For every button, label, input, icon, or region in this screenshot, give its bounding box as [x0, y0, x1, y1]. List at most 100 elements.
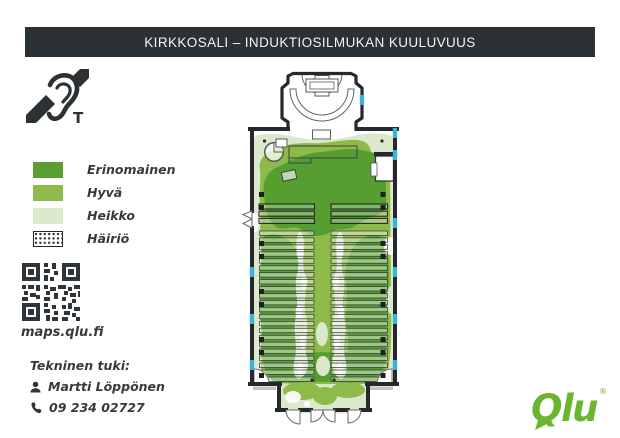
pew-row [259, 272, 315, 278]
pillar [380, 350, 386, 355]
pew-row [259, 293, 315, 299]
pillar [259, 350, 264, 355]
pillar [259, 302, 264, 307]
front-bench [330, 217, 389, 224]
legend-item-erinomainen: Erinomainen [33, 158, 176, 181]
pew-row [330, 300, 388, 306]
support-phone: 09 234 02727 [49, 400, 145, 415]
pillar [380, 241, 386, 246]
pew-rows [259, 230, 388, 382]
pillar [259, 373, 264, 378]
pew-row [259, 327, 315, 334]
qr-caption: maps.qlu.fi [21, 325, 104, 340]
legend-label: Hyvä [87, 185, 123, 200]
doors [241, 210, 362, 425]
entrance-door [322, 409, 336, 423]
spiral-stair [264, 138, 288, 162]
phone-icon [31, 401, 42, 413]
window [359, 95, 365, 105]
pew-row [259, 300, 315, 306]
pew-row [259, 265, 315, 271]
window [249, 360, 255, 370]
front-bench [258, 217, 316, 224]
pillars [259, 192, 386, 378]
window [249, 314, 255, 324]
legend-swatch-hyva [33, 184, 63, 201]
pew-row [330, 355, 388, 361]
legend-item-hairio: Häiriö [33, 227, 176, 250]
support-contact-name: Martti Löppönen [48, 379, 165, 394]
legend-item-hyva: Hyvä [33, 181, 176, 204]
pew-row [330, 237, 388, 243]
communion-rail [289, 88, 355, 122]
pew-row [259, 355, 315, 361]
ear-outline [46, 73, 80, 122]
pew-row [259, 348, 315, 354]
ear-inner [55, 82, 72, 104]
front-bench-rows [258, 203, 389, 224]
pew-row [330, 334, 388, 341]
pew-row [259, 362, 315, 368]
pew-row [330, 279, 388, 285]
walls [248, 127, 399, 412]
pew-row [259, 230, 315, 236]
pew-row [259, 369, 315, 375]
pew-row [259, 237, 315, 243]
pillar [380, 254, 386, 259]
pew-row [330, 265, 388, 271]
pew-row [330, 321, 388, 327]
pillar [380, 192, 386, 197]
pew-row [259, 321, 315, 327]
pew-row [330, 314, 388, 320]
front-bench [258, 210, 316, 217]
pew-row [259, 314, 315, 320]
legend-item-heikko: Heikko [33, 204, 176, 227]
pew-row [330, 286, 388, 292]
legend-label: Erinomainen [87, 162, 176, 177]
pillar [259, 289, 264, 294]
survey-dots [262, 139, 384, 382]
pew-row [259, 251, 315, 257]
person-icon [30, 381, 41, 392]
apse-interior [289, 73, 355, 122]
qr-code [20, 261, 82, 323]
logo-bubble-tail [535, 417, 553, 430]
support-contact-name-row: Martti Löppönen [30, 376, 165, 397]
platform-step [288, 157, 312, 164]
exterior-steps [253, 386, 393, 390]
front-bench [258, 203, 316, 210]
pew-row [330, 251, 388, 257]
support-heading: Tekninen tuki: [30, 358, 130, 373]
altar-table [305, 75, 339, 97]
pew-row [330, 272, 388, 278]
floor-plan [241, 71, 399, 425]
pew-row [259, 334, 315, 341]
registered-mark: ® [599, 387, 607, 396]
legend-label: Häiriö [87, 231, 130, 246]
entrance-door [347, 409, 362, 424]
window [392, 360, 398, 370]
legend-swatch-hairio [33, 230, 63, 247]
loop-stripe-lower [26, 95, 55, 123]
title-bar: KIRKKOSALI – INDUKTIOSILMUKAN KUULUVUUS [25, 27, 595, 57]
qlu-logo: Qlu ® [531, 387, 607, 430]
hearing-loop-icon: T [26, 69, 89, 127]
pulpit [280, 169, 298, 182]
front-bench [330, 203, 389, 210]
pillar [380, 337, 386, 342]
legend-label: Heikko [87, 208, 135, 223]
pillar [380, 302, 386, 307]
pew-row [330, 369, 388, 375]
windows [249, 95, 398, 370]
pew-row [259, 341, 315, 347]
pew-row [259, 286, 315, 292]
page-title: KIRKKOSALI – INDUKTIOSILMUKAN KUULUVUUS [144, 34, 476, 50]
pew-row [330, 244, 388, 250]
legend-swatch-erinomainen [33, 161, 63, 178]
pillar [380, 373, 386, 378]
pew-row [330, 230, 388, 236]
support-phone-row: 09 234 02727 [30, 397, 165, 418]
left-door-leaf [241, 218, 253, 229]
window [392, 267, 398, 277]
